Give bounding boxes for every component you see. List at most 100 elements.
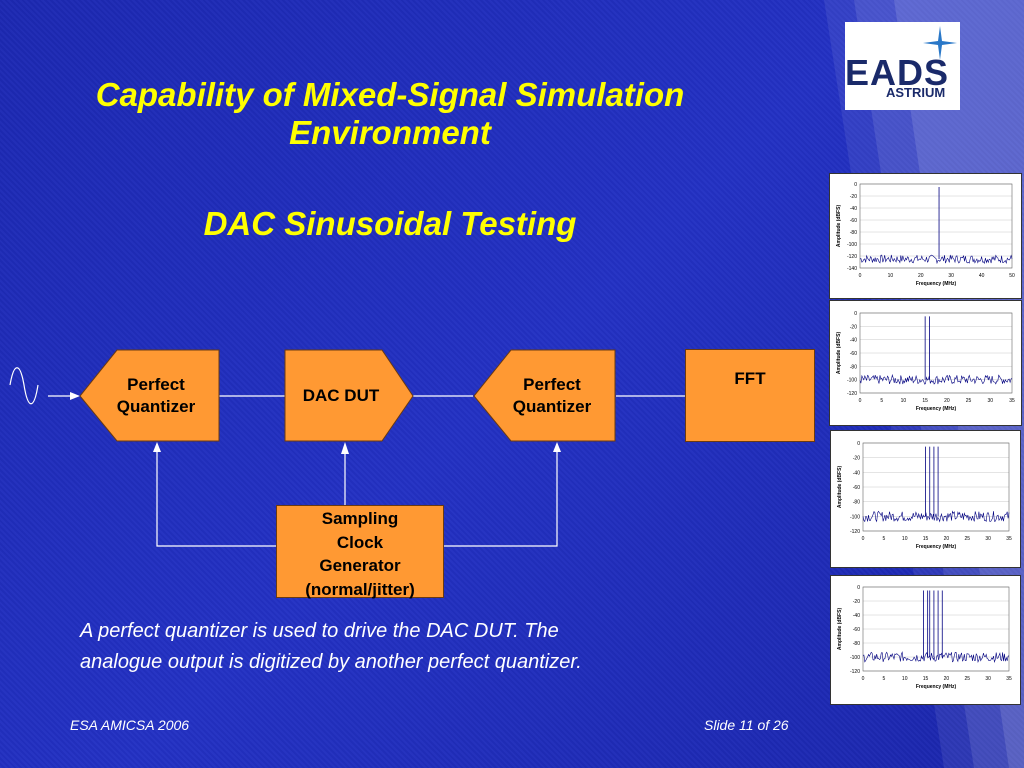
fft-label: FFT: [734, 369, 766, 388]
y-axis-label: Amplitude (dBFS): [837, 466, 843, 509]
y-tick-label: -20: [850, 194, 857, 200]
x-axis-label: Frequency (MHz): [916, 544, 957, 550]
noise-trace: [862, 651, 1010, 664]
fft-block: [685, 349, 815, 442]
y-tick-label: -60: [850, 218, 857, 224]
x-tick-label: 20: [944, 398, 950, 404]
x-tick-label: 25: [966, 398, 972, 404]
noise-trace: [859, 254, 1013, 265]
x-tick-label: 5: [882, 536, 885, 542]
sine-wave-icon: [9, 367, 39, 405]
eads-astrium-logo: EADS ASTRIUM: [845, 22, 960, 110]
x-tick-label: 5: [882, 676, 885, 682]
x-tick-label: 15: [923, 536, 929, 542]
diagram-connectors: [9, 367, 686, 547]
x-tick-label: 40: [979, 273, 985, 279]
y-tick-label: -60: [850, 351, 857, 357]
x-tick-label: 0: [859, 398, 862, 404]
x-tick-label: 30: [988, 398, 994, 404]
x-tick-label: 30: [948, 273, 954, 279]
x-tick-label: 25: [965, 536, 971, 542]
x-tick-label: 20: [944, 536, 950, 542]
x-tick-label: 10: [902, 676, 908, 682]
y-tick-label: 0: [854, 182, 857, 188]
y-tick-label: -80: [853, 641, 860, 647]
x-tick-label: 10: [888, 273, 894, 279]
y-tick-label: -120: [850, 529, 860, 535]
y-tick-label: 0: [857, 441, 860, 447]
y-tick-label: -40: [853, 470, 860, 476]
dac-dut-shape: [284, 349, 414, 442]
y-tick-label: -20: [850, 324, 857, 330]
y-tick-label: 0: [854, 311, 857, 317]
footer-right: Slide 11 of 26: [704, 717, 789, 733]
y-axis-label: Amplitude (dBFS): [837, 608, 843, 651]
x-tick-label: 25: [965, 676, 971, 682]
y-axis-label: Amplitude (dBFS): [836, 205, 842, 248]
y-tick-label: -100: [847, 242, 857, 248]
quantizer-1-label: Perfect Quantizer: [116, 375, 196, 416]
plot-frame: [862, 586, 1010, 672]
x-tick-label: 10: [901, 398, 907, 404]
y-tick-label: -80: [850, 230, 857, 236]
x-tick-label: 0: [859, 273, 862, 279]
plot-frame: [862, 442, 1010, 532]
y-tick-label: -100: [850, 514, 860, 520]
caption: A perfect quantizer is used to drive the…: [80, 620, 582, 673]
noise-trace: [862, 510, 1010, 523]
clock-generator-block: [276, 505, 444, 598]
y-tick-label: -40: [853, 613, 860, 619]
slide-subtitle: DAC Sinusoidal Testing: [203, 205, 577, 242]
x-tick-label: 35: [1009, 398, 1015, 404]
star-icon: [923, 26, 957, 60]
quantizer-2-label: Perfect Quantizer: [512, 375, 592, 416]
x-axis-label: Frequency (MHz): [916, 684, 957, 690]
y-tick-label: -120: [847, 254, 857, 260]
clock-generator-label: Sampling Clock Generator (normal/jitter): [305, 509, 415, 599]
x-tick-label: 20: [944, 676, 950, 682]
x-tick-label: 0: [862, 536, 865, 542]
footer-left: ESA AMICSA 2006: [70, 717, 190, 733]
x-tick-label: 30: [985, 676, 991, 682]
x-axis-label: Frequency (MHz): [916, 281, 957, 287]
y-tick-label: -60: [853, 485, 860, 491]
y-tick-label: -60: [853, 627, 860, 633]
y-tick-label: -140: [847, 266, 857, 272]
logo-sub: ASTRIUM: [886, 85, 946, 100]
slide-title-line2: Environment: [289, 114, 491, 151]
x-tick-label: 35: [1006, 536, 1012, 542]
y-tick-label: -40: [850, 338, 857, 344]
y-tick-label: -100: [850, 655, 860, 661]
x-tick-label: 15: [922, 398, 928, 404]
dac-dut-label: DAC DUT: [302, 386, 380, 405]
x-tick-label: 30: [985, 536, 991, 542]
y-tick-label: -20: [853, 456, 860, 462]
y-tick-label: -80: [853, 500, 860, 506]
y-tick-label: -80: [850, 364, 857, 370]
quantizer-1-shape: [79, 349, 220, 442]
noise-trace: [859, 373, 1013, 385]
x-tick-label: 5: [880, 398, 883, 404]
x-tick-label: 50: [1009, 273, 1015, 279]
x-tick-label: 10: [902, 536, 908, 542]
x-tick-label: 20: [918, 273, 924, 279]
y-tick-label: -20: [853, 599, 860, 605]
plot-frame: [859, 312, 1013, 394]
y-tick-label: 0: [857, 585, 860, 591]
y-tick-label: -100: [847, 378, 857, 384]
x-tick-label: 15: [923, 676, 929, 682]
y-tick-label: -120: [850, 669, 860, 675]
y-axis-label: Amplitude (dBFS): [836, 332, 842, 375]
quantizer-2-shape: [473, 349, 616, 442]
plot-frame: [859, 183, 1013, 269]
x-tick-label: 35: [1006, 676, 1012, 682]
